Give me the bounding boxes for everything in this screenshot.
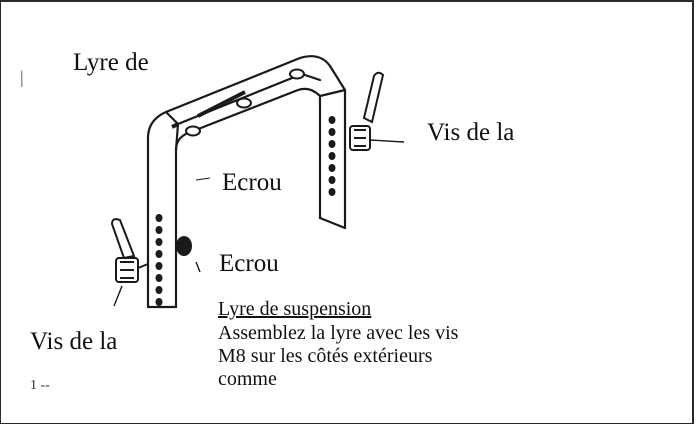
caption-title: Lyre de suspension: [218, 298, 372, 320]
wing-screw-left-icon: [110, 218, 149, 307]
label-ecrou-top: Ecrou: [222, 169, 282, 196]
right-arm-holes: [328, 116, 336, 196]
wing-screw-right-icon: [349, 71, 405, 151]
label-ecrou-bottom: Ecrou: [219, 250, 279, 277]
left-arm-holes: [155, 214, 163, 306]
caption-line-2: M8 sur les côtés extérieurs: [218, 345, 433, 367]
edge-mark: |: [20, 67, 24, 87]
caption-line-1: Assemblez la lyre avec les vis: [218, 322, 459, 344]
label-vis-right: Vis de la: [427, 119, 515, 146]
caption-block: Lyre de suspension Assemblez la lyre ave…: [218, 299, 458, 392]
bracket-top-holes: [185, 68, 305, 137]
label-fragment: 1 --: [30, 378, 50, 393]
suspension-bracket-icon: [146, 55, 347, 309]
caption-line-3: comme: [218, 368, 277, 390]
nut-icon: [176, 236, 201, 273]
label-lyre: Lyre de: [73, 49, 149, 76]
label-vis-left: Vis de la: [30, 328, 118, 355]
